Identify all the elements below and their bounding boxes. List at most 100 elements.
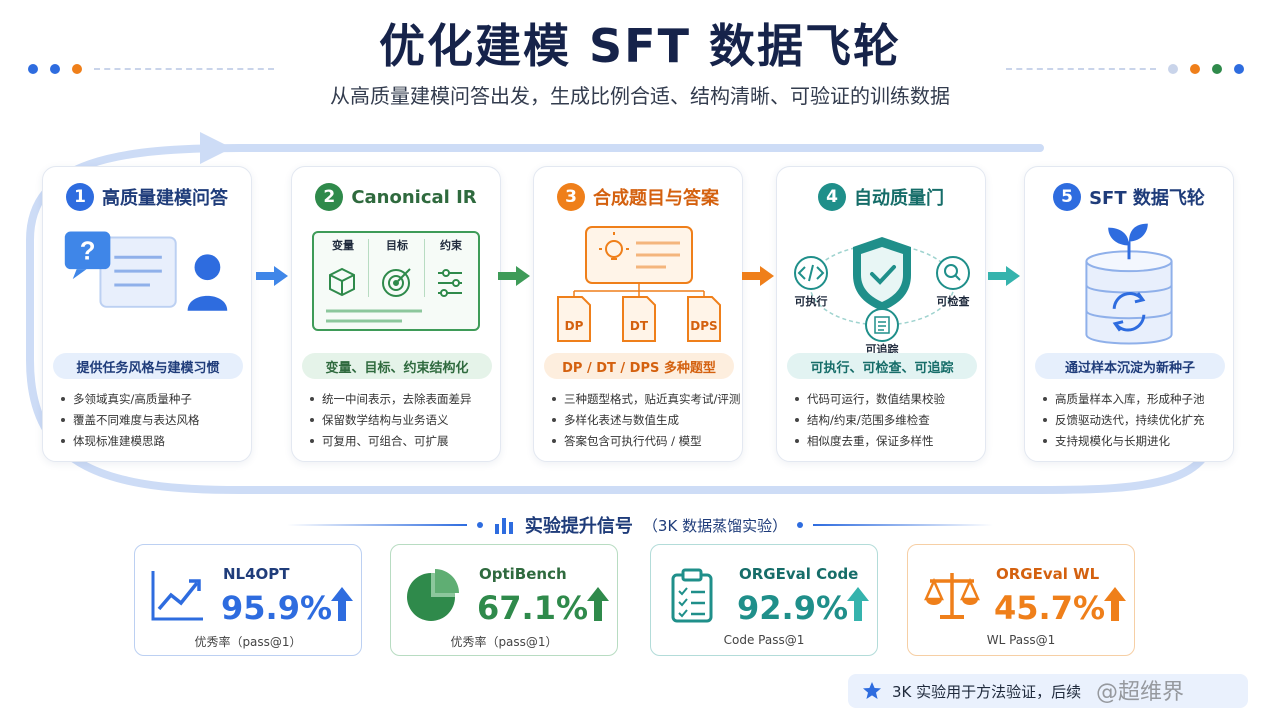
- scale-icon: [924, 573, 980, 619]
- list-icon: [865, 308, 899, 342]
- label-traceable: 可追踪: [865, 343, 899, 356]
- list-item: 相似度去重，保证多样性: [795, 431, 981, 452]
- step-bullets: 统一中间表示，去除表面差异 保留数学结构与业务语义 可复用、可组合、可扩展: [310, 389, 496, 452]
- section-title: 实验提升信号: [524, 516, 633, 537]
- label-executable: 可执行: [794, 295, 828, 308]
- arrow-up-icon: [587, 587, 609, 621]
- clipboard-icon: [671, 568, 713, 623]
- label-variables: 变量: [332, 239, 354, 252]
- metric-value: 95.9%: [221, 589, 333, 627]
- metric-name: ORGEval WL: [996, 565, 1100, 583]
- database-icon: [1085, 250, 1173, 345]
- page-title: 优化建模 SFT 数据飞轮: [379, 19, 901, 73]
- arrow-right-icon: [742, 266, 774, 286]
- step-pill: 可执行、可检查、可追踪: [787, 353, 977, 379]
- flywheel-illustration: [1085, 223, 1173, 345]
- list-item: 多领域真实/高质量种子: [61, 389, 247, 410]
- watermark: @超维界: [1096, 680, 1185, 705]
- metric-value: 45.7%: [994, 589, 1106, 627]
- doc-label-dt: DT: [629, 319, 649, 333]
- step-bullets: 高质量样本入库，形成种子池 反馈驱动迭代，持续优化扩充 支持规模化与长期进化: [1043, 389, 1229, 452]
- list-item: 高质量样本入库，形成种子池: [1043, 389, 1229, 410]
- metric-value: 92.9%: [737, 589, 849, 627]
- code-icon: [794, 256, 828, 290]
- step-pill: 提供任务风格与建模习惯: [53, 353, 243, 379]
- step-title: SFT 数据飞轮: [1089, 188, 1205, 209]
- synthesis-illustration: DP DT DPS: [534, 223, 742, 353]
- step-card-2: 2 Canonical IR 变量 目标 约束: [291, 166, 501, 462]
- arrow-up-icon: [1104, 587, 1126, 621]
- metric-card-optibench: OptiBench 67.1% 优秀率（pass@1）: [390, 544, 618, 656]
- step-bullets: 代码可运行，数值结果校验 结构/约束/范围多维检查 相似度去重，保证多样性: [795, 389, 981, 452]
- qa-illustration: ?: [64, 231, 228, 311]
- arrow-up-icon: [847, 587, 869, 621]
- label-objective: 目标: [386, 239, 408, 252]
- step-number: 3: [557, 183, 585, 211]
- metric-card-nl4opt: NL4OPT 95.9% 优秀率（pass@1）: [134, 544, 362, 656]
- step-number: 5: [1053, 183, 1082, 211]
- svg-text:?: ?: [80, 237, 96, 265]
- footnote-banner: 3K 实验用于方法验证，后续: [848, 674, 1248, 708]
- doc-label-dp: DP: [564, 319, 584, 333]
- target-icon: [382, 268, 411, 297]
- list-item: 反馈驱动迭代，持续优化扩充: [1043, 410, 1229, 431]
- step-title: 自动质量门: [854, 188, 944, 209]
- metric-value: 67.1%: [477, 589, 589, 627]
- step-pill: 通过样本沉淀为新种子: [1035, 353, 1225, 379]
- label-constraints: 约束: [440, 239, 462, 252]
- list-item: 代码可运行，数值结果校验: [795, 389, 981, 410]
- step-number: 4: [818, 183, 846, 211]
- ir-illustration: 变量 目标 约束: [292, 223, 500, 353]
- arrow-up-icon: [331, 587, 353, 621]
- step-number: 1: [66, 183, 94, 211]
- list-item: 覆盖不同难度与表达风格: [61, 410, 247, 431]
- footnote-text: 3K 实验用于方法验证，后续: [892, 682, 1082, 701]
- quality-gate-illustration: 可执行 可检查 可追踪: [777, 223, 985, 356]
- arrow-right-icon: [256, 266, 288, 286]
- list-item: 三种题型格式，贴近真实考试/评测: [552, 389, 740, 410]
- list-item: 可复用、可组合、可扩展: [310, 431, 496, 452]
- list-item: 体现标准建模思路: [61, 431, 247, 452]
- metric-name: ORGEval Code: [739, 565, 859, 583]
- list-item: 答案包含可执行代码 / 模型: [552, 431, 738, 452]
- cube-icon: [329, 267, 355, 297]
- metric-name: NL4OPT: [223, 565, 290, 583]
- step-pill: 变量、目标、约束结构化: [302, 353, 492, 379]
- step-card-3: 3 合成题目与答案 DP DT DPS DP / DT: [533, 166, 743, 462]
- sliders-icon: [438, 269, 462, 297]
- star-icon: [863, 682, 881, 699]
- user-icon: [187, 254, 228, 311]
- file-icon: [557, 296, 721, 342]
- bar-chart-icon: [494, 518, 513, 534]
- step-card-5: 5 SFT 数据飞轮 通过样本沉淀为新种子 高质量样本入库，形成种子池 反馈驱动…: [1024, 166, 1234, 462]
- step-bullets: 多领域真实/高质量种子 覆盖不同难度与表达风格 体现标准建模思路: [61, 389, 247, 452]
- experiment-section-header: 实验提升信号 （3K 数据蒸馏实验）: [0, 512, 1280, 538]
- header-decoration-left: [28, 64, 274, 74]
- metric-card-orgeval-wl: ORGEval WL 45.7% WL Pass@1: [907, 544, 1135, 656]
- list-item: 支持规模化与长期进化: [1043, 431, 1229, 452]
- arrow-right-icon: [498, 266, 530, 286]
- magnifier-icon: [936, 256, 970, 290]
- section-subtitle: （3K 数据蒸馏实验）: [642, 516, 788, 535]
- header-decoration-right: [1006, 64, 1244, 74]
- step-title: 合成题目与答案: [593, 188, 719, 209]
- shield-check-icon: [853, 237, 911, 311]
- metric-label: WL Pass@1: [986, 633, 1056, 647]
- metric-label: Code Pass@1: [723, 633, 805, 647]
- lightbulb-icon: [599, 232, 629, 260]
- page-subtitle: 从高质量建模问答出发，生成比例合适、结构清晰、可验证的训练数据: [330, 84, 950, 108]
- list-item: 结构/约束/范围多维检查: [795, 410, 981, 431]
- metric-card-orgeval-code: ORGEval Code 92.9% Code Pass@1: [650, 544, 878, 656]
- metric-name: OptiBench: [479, 565, 567, 583]
- question-bubble-icon: ?: [64, 231, 111, 280]
- refresh-icon: [1112, 292, 1146, 332]
- step-title: 高质量建模问答: [102, 188, 228, 209]
- metric-label: 优秀率（pass@1）: [450, 635, 558, 649]
- step-number: 2: [315, 183, 344, 211]
- sprout-icon: [1108, 223, 1148, 260]
- step-bullets: 三种题型格式，贴近真实考试/评测 多样化表述与数值生成 答案包含可执行代码 / …: [552, 389, 740, 452]
- line-chart-icon: [151, 571, 203, 621]
- step-pill: DP / DT / DPS 多种题型: [544, 353, 734, 379]
- list-item: 保留数学结构与业务语义: [310, 410, 496, 431]
- doc-label-dps: DPS: [690, 319, 718, 333]
